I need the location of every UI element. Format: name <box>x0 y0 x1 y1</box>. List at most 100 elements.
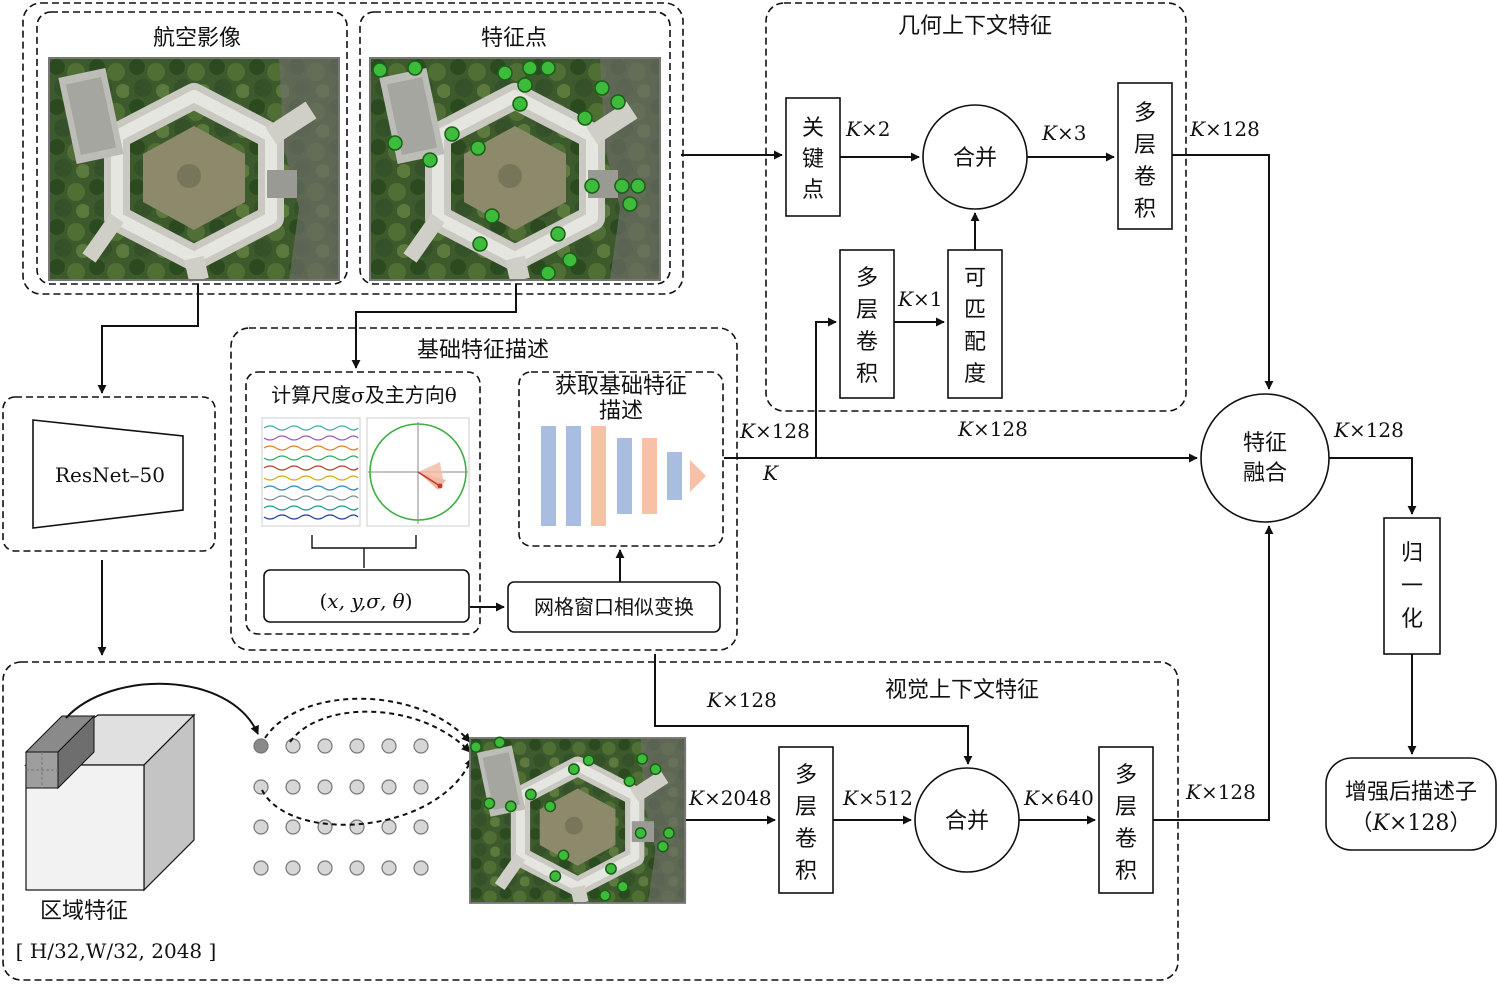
vis-mlp-b <box>1098 746 1154 894</box>
vis-mlp-b-char-3: 卷 <box>1115 827 1137 852</box>
visual-context-group: 视觉上下文特征 区域特征 [ H/32,W/32, 2048 ] <box>2 661 1256 981</box>
feature-cube <box>24 713 196 892</box>
matchability-char-2: 匹 <box>964 298 986 323</box>
resnet-trapezoid <box>32 419 184 529</box>
fusion-group: 特征 融合 K×128 归 一 化 增强后描述子 （K×128） <box>1200 393 1497 851</box>
arrow-visual-to-fusion <box>1153 525 1274 821</box>
geo-mlp-mid-char-1: 多 <box>856 266 878 291</box>
dim-base-k: K <box>762 461 779 485</box>
vis-merge-label: 合并 <box>945 809 989 834</box>
resnet-frame <box>2 396 216 552</box>
geo-mlp-top-char-2: 层 <box>1134 133 1156 158</box>
aerial-title: 航空影像 <box>153 26 241 51</box>
vis-mlp-a-char-2: 层 <box>795 795 817 820</box>
result-label-2: （K×128） <box>1351 811 1472 836</box>
matchability-char-1: 可 <box>964 266 986 291</box>
dotted-arrow-1 <box>264 697 471 743</box>
vis-mlp-a-char-4: 积 <box>795 859 817 884</box>
arrow-base-to-geo-mlp <box>815 317 837 458</box>
visual-frame <box>2 661 1179 981</box>
aerial-image <box>49 58 339 280</box>
vis-mlp-b-char-2: 层 <box>1115 795 1137 820</box>
region-feature-label: 区域特征 <box>40 899 128 924</box>
compute-frame <box>245 371 481 635</box>
keypoints-image <box>370 58 660 280</box>
dim-k640: K×640 <box>1023 786 1094 810</box>
geo-mlp-mid-char-3: 卷 <box>856 330 878 355</box>
tuple-box <box>263 569 470 623</box>
connectors <box>97 150 1417 825</box>
geo-mlp-mid <box>839 249 895 399</box>
top-input-group: 航空影像 特征点 <box>22 2 684 295</box>
vis-mlp-a <box>778 746 834 894</box>
base-feature-group: 基础特征描述 计算尺度σ及主方向θ (x <box>230 327 1028 651</box>
cnn-layers-icon <box>541 426 706 526</box>
dim-vis-k128-in: K×128 <box>706 688 777 712</box>
fusion-label-1: 特征 <box>1243 431 1287 456</box>
grid-transform-box <box>507 581 721 633</box>
normalize-char-3: 化 <box>1401 607 1423 632</box>
keypoint-box <box>785 97 841 217</box>
dim-base-k128-left: K×128 <box>739 419 810 443</box>
input-outer-frame <box>22 2 684 295</box>
matchability-char-3: 配 <box>964 330 986 355</box>
dim-k2: K×2 <box>845 117 890 141</box>
normalize-char-1: 归 <box>1401 541 1423 566</box>
result-label-1: 增强后描述子 <box>1345 780 1477 805</box>
resnet-label: ResNet–50 <box>55 463 165 487</box>
resnet-group: ResNet–50 <box>2 396 216 552</box>
visual-keypoints-image <box>470 737 685 903</box>
visual-title: 视觉上下文特征 <box>885 678 1039 703</box>
compute-title: 计算尺度σ及主方向θ <box>271 383 457 407</box>
grid-transform-label: 网格窗口相似变换 <box>534 595 694 619</box>
vis-mlp-b-char-1: 多 <box>1115 763 1137 788</box>
normalize-char-2: 一 <box>1401 574 1423 599</box>
arrow-fusion-to-normalize <box>1329 457 1417 515</box>
dim-vis-k128-out: K×128 <box>1185 780 1256 804</box>
arrow-keypoints-to-compute <box>351 284 517 369</box>
geometric-frame <box>765 2 1187 412</box>
arrow-base-to-visual-merge <box>654 654 973 765</box>
fusion-node <box>1200 393 1330 523</box>
extract-title-1: 获取基础特征 <box>555 374 687 399</box>
vis-mlp-a-char-3: 卷 <box>795 827 817 852</box>
keypoint-box-char-3: 点 <box>802 178 824 203</box>
extract-title-2: 描述 <box>599 399 643 424</box>
dotted-arrow-2 <box>289 710 471 753</box>
geo-mlp-top-char-4: 积 <box>1134 197 1156 222</box>
keypoint-box-char-1: 关 <box>802 116 824 141</box>
dim-base-k128-mid: K×128 <box>957 417 1028 441</box>
matchability-char-4: 度 <box>964 362 986 387</box>
dim-geo-out: K×128 <box>1189 117 1260 141</box>
arrow-aerial-to-resnet <box>97 284 199 394</box>
keypoint-dots <box>372 60 646 281</box>
keypoints-title: 特征点 <box>481 26 547 51</box>
geo-mlp-mid-char-2: 层 <box>856 298 878 323</box>
fusion-label-2: 融合 <box>1243 461 1287 486</box>
orientation-polar-plot <box>366 417 470 527</box>
arrow-geo-to-fusion <box>1172 154 1274 390</box>
dim-k2048: K×2048 <box>688 786 772 810</box>
geometric-context-group: 几何上下文特征 关 键 点 合并 多 层 卷 积 多 层 卷 积 可 匹 配 度… <box>765 2 1260 412</box>
keypoint-box-char-2: 键 <box>802 147 824 172</box>
compute-bracket <box>311 535 417 568</box>
geo-merge-label: 合并 <box>953 146 997 171</box>
feature-grid-dots <box>253 738 429 876</box>
extract-frame <box>518 371 724 547</box>
geo-mlp-top-char-1: 多 <box>1134 101 1156 126</box>
orientation-signals-plot <box>261 417 361 527</box>
dim-k1: K×1 <box>897 287 942 311</box>
geo-mlp-top <box>1117 82 1173 230</box>
dim-k3: K×3 <box>1041 121 1086 145</box>
aerial-frame <box>36 11 348 285</box>
cube-to-grid-arrow <box>65 682 259 735</box>
dim-fusion-out: K×128 <box>1333 418 1404 442</box>
vis-mlp-b-char-4: 积 <box>1115 859 1137 884</box>
result-box <box>1325 757 1497 851</box>
geo-mlp-mid-char-4: 积 <box>856 362 878 387</box>
base-title: 基础特征描述 <box>417 338 549 363</box>
tuple-label: (x, y,σ, θ) <box>319 589 412 613</box>
region-feature-shape: [ H/32,W/32, 2048 ] <box>16 939 217 963</box>
base-frame <box>230 327 738 651</box>
geometric-title: 几何上下文特征 <box>898 14 1052 39</box>
